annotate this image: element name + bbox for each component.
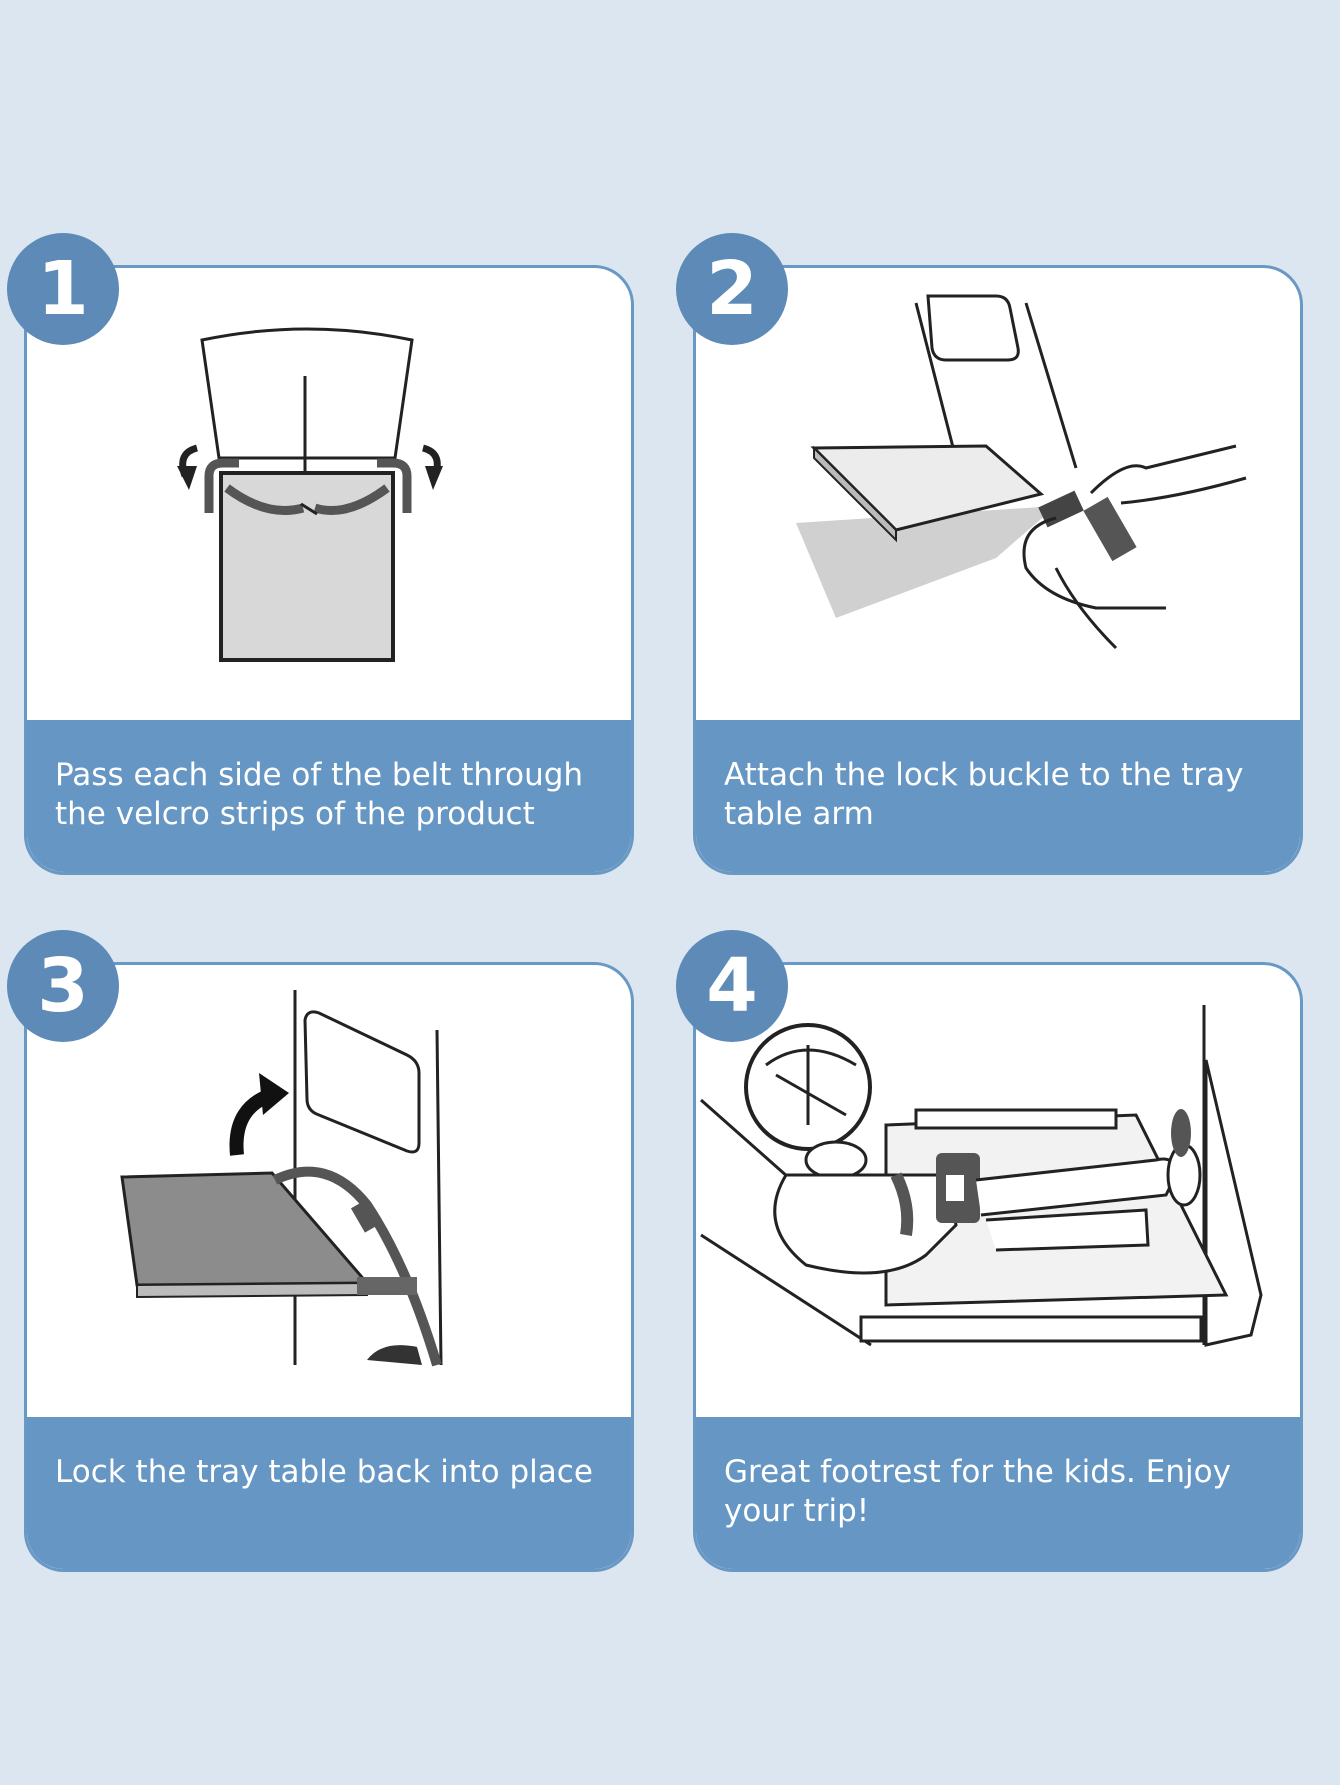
step-caption-3: Lock the tray table back into place	[27, 1417, 631, 1569]
tray-table-lock-icon	[120, 990, 443, 1367]
step-number-badge-1: 1	[7, 233, 119, 345]
step-card-2: Attach the lock buckle to the tray table…	[693, 265, 1303, 875]
step-caption-2: Attach the lock buckle to the tray table…	[696, 720, 1300, 872]
child-footrest-icon	[700, 1005, 1263, 1347]
step-card-1: Pass each side of the belt through the v…	[24, 265, 634, 875]
tray-table-buckle-icon	[796, 294, 1247, 650]
step-caption-4: Great footrest for the kids. Enjoy your …	[696, 1417, 1300, 1569]
step-card-3: Lock the tray table back into place	[24, 962, 634, 1572]
step-number-badge-3: 3	[7, 930, 119, 1042]
step-number-badge-2: 2	[676, 233, 788, 345]
step-card-4: Great footrest for the kids. Enjoy your …	[693, 962, 1303, 1572]
step-number-badge-4: 4	[676, 930, 788, 1042]
seat-belt-strap-icon	[177, 327, 443, 662]
step-caption-1: Pass each side of the belt through the v…	[27, 720, 631, 872]
